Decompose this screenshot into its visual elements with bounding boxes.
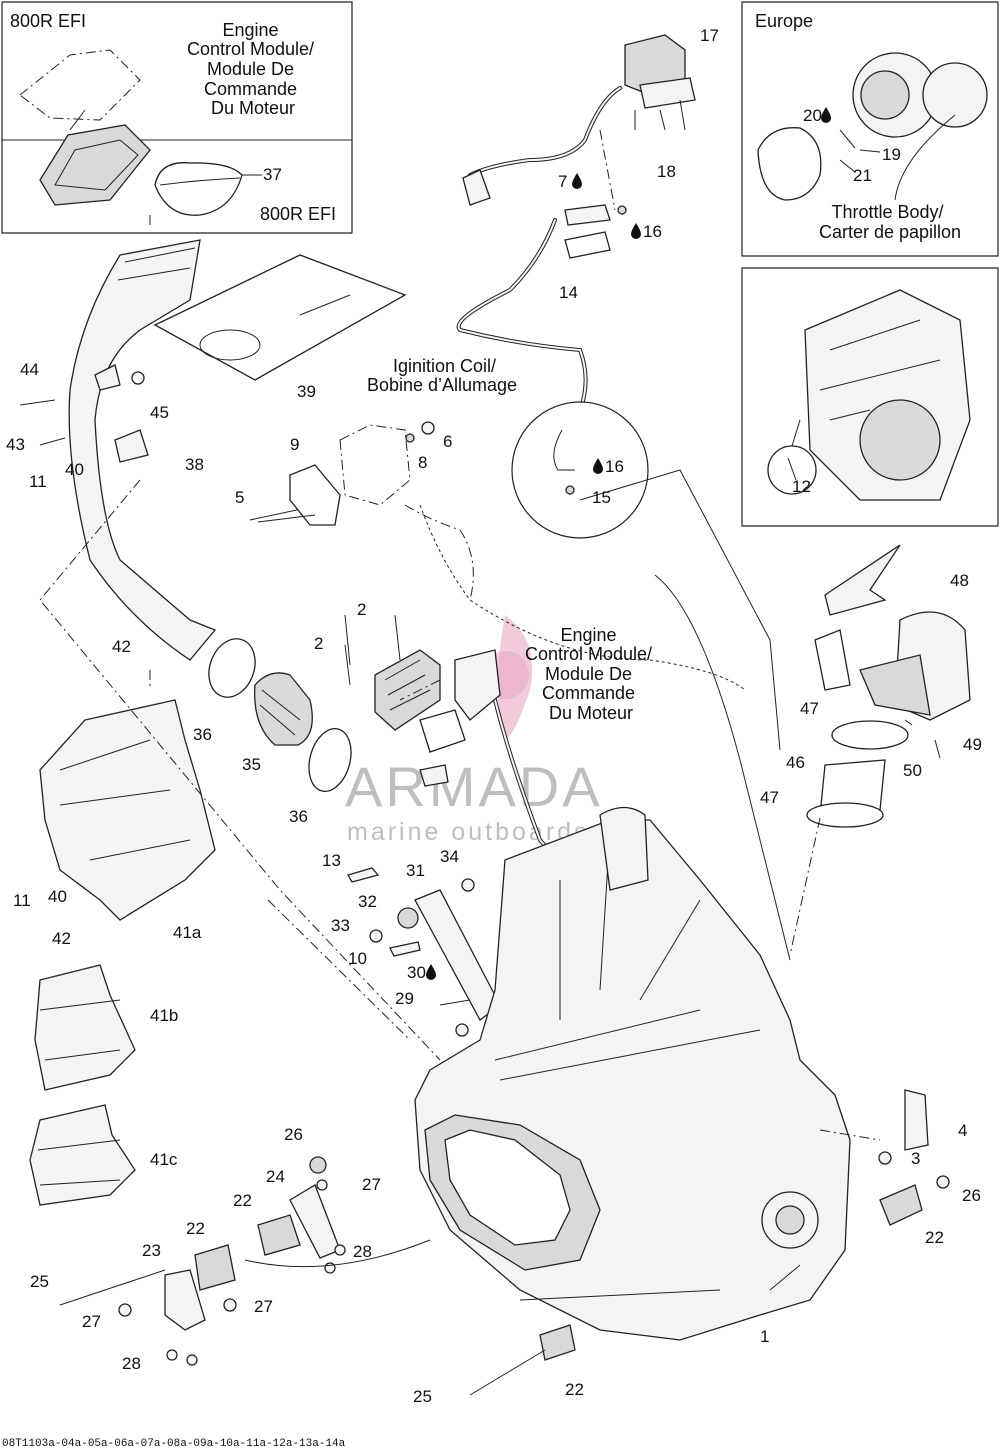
callout-43: 43 [6,435,25,454]
callout-24: 24 [266,1167,285,1186]
engine-mounts [59,1089,950,1396]
callout-5: 5 [235,488,244,507]
callout-26a: 26 [284,1125,303,1144]
callout-30: 30 [407,963,426,982]
inset-engine-sensor [741,267,999,527]
label-ecm-mid: Engine Control Module/ Module De Command… [525,625,657,723]
callout-41a: 41a [173,923,202,942]
callout-16b: 16 [605,457,624,476]
callout-32: 32 [358,892,377,911]
drop-icon [631,223,641,239]
callout-37: 37 [263,165,282,184]
callout-49: 49 [963,735,982,754]
inset-europe: Europe Throttle Body/ Carter de papillon [741,1,999,257]
callout-34: 34 [440,847,459,866]
drop-icon [593,458,603,474]
callout-4: 4 [958,1121,967,1140]
callout-10: 10 [348,949,367,968]
callouts: 37 39 44 43 45 40 11 38 17 18 7 16 14 16… [6,26,982,1406]
inset-efi-title: 800R EFI [10,11,86,31]
callout-17: 17 [700,26,719,45]
callout-40a: 40 [65,460,84,479]
callout-2a: 2 [357,600,366,619]
callout-13: 13 [322,851,341,870]
callout-27b: 27 [82,1312,101,1331]
drop-icon [821,107,831,123]
callout-25b: 25 [413,1387,432,1406]
mid-ecm-group: Engine Control Module/ Module De Command… [344,356,657,787]
figure-code: 08T1103a-04a-05a-06a-07a-08a-09a-10a-11a… [2,1438,346,1450]
watermark: ARMADA marine outboards [345,615,603,846]
callout-44: 44 [20,360,39,379]
callout-22a: 22 [233,1191,252,1210]
bracket-31-group [347,867,501,1037]
label-ecm-top: Engine Control Module/ Module De Command… [187,20,319,118]
callout-22b: 22 [186,1219,205,1238]
dash-leaders [39,129,881,1268]
callout-12: 12 [792,477,811,496]
callout-31: 31 [406,861,425,880]
watermark-brand: ARMADA [345,755,603,818]
callout-11b: 11 [13,891,31,910]
drop-icons [426,107,831,980]
callout-8: 8 [418,453,427,472]
callout-39: 39 [297,382,316,401]
inset-800r-efi: 800R EFI 800R EFI Engine Control Module/… [1,1,353,234]
callout-16a: 16 [643,222,662,241]
air-intake-group [19,239,407,792]
callout-40b: 40 [48,887,67,906]
callout-23: 23 [142,1241,161,1260]
callout-42b: 42 [52,929,71,948]
label-ignition-coil: Iginition Coil/ Bobine d’Allumage [367,356,517,395]
callout-25a: 25 [30,1272,49,1291]
callout-7: 7 [558,172,567,191]
callout-45: 45 [150,403,169,422]
inset-europe-title: Europe [755,11,813,31]
callout-46: 46 [786,753,805,772]
sensor-group [462,34,781,751]
callout-1: 1 [760,1327,769,1346]
engine-assembly [414,806,851,1341]
callout-41c: 41c [150,1150,178,1169]
callout-36b: 36 [289,807,308,826]
callout-11a: 11 [29,472,47,491]
callout-28b: 28 [122,1354,141,1373]
callout-19: 19 [882,145,901,164]
callout-48: 48 [950,571,969,590]
callout-50: 50 [903,761,922,780]
callout-14: 14 [559,283,578,302]
callout-2b: 2 [314,634,323,653]
callout-47b: 47 [760,788,779,807]
callout-15: 15 [592,488,611,507]
callout-38: 38 [185,455,204,474]
callout-22d: 22 [565,1380,584,1399]
callout-27a: 27 [362,1175,381,1194]
guards-41 [29,699,216,1206]
callout-20: 20 [803,106,822,125]
callout-36a: 36 [193,725,212,744]
callout-22c: 22 [925,1228,944,1247]
callout-28a: 28 [353,1242,372,1261]
cover-group [806,544,971,828]
drop-icon [572,173,582,189]
callout-9: 9 [290,435,299,454]
callout-41b: 41b [150,1006,178,1025]
callout-27c: 27 [254,1297,273,1316]
callout-47a: 47 [800,699,819,718]
watermark-tagline: marine outboards [347,818,590,846]
callout-35: 35 [242,755,261,774]
callout-29: 29 [395,989,414,1008]
callout-26b: 26 [962,1186,981,1205]
callout-3: 3 [911,1149,920,1168]
ignition-coil-group [257,421,474,601]
callout-18: 18 [657,162,676,181]
callout-6: 6 [443,432,452,451]
callout-21: 21 [853,166,872,185]
label-throttle-body: Throttle Body/ Carter de papillon [819,202,961,242]
callout-42a: 42 [112,637,131,656]
inset-efi-bottom: 800R EFI [260,204,336,224]
drop-icon [426,964,436,980]
callout-33: 33 [331,916,350,935]
